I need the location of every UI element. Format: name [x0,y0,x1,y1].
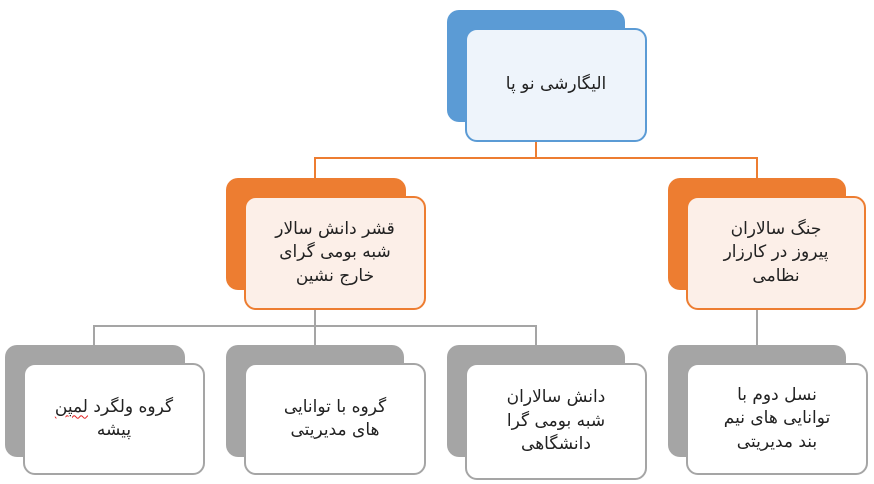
connector-root-bus [314,157,758,178]
node-left-mid-label: قشر دانش سالار شبه بومی گرای خارج نشین [275,218,395,286]
leaf-1-word-2: لمپن [54,396,88,417]
leaf-1-word-1: گروه ولگرد [93,396,174,417]
node-leaf-4-label: نسل دوم با توانایی های نیم بند مدیریتی [723,384,831,452]
node-leaf-1-label: گروه ولگرد لمپن پیشه [45,392,183,447]
leaf-1-line-2: پیشه [96,420,132,440]
node-right-mid-label: جنگ سالاران پیروز در کارزار نظامی [723,218,829,286]
node-root-label: الیگارشی نو پا [505,74,607,95]
node-leaf-2-label: گروه با توانایی های مدیریتی [283,396,387,440]
node-leaf-3-label: دانش سالاران شبه بومی گرا دانشگاهی [506,387,606,455]
